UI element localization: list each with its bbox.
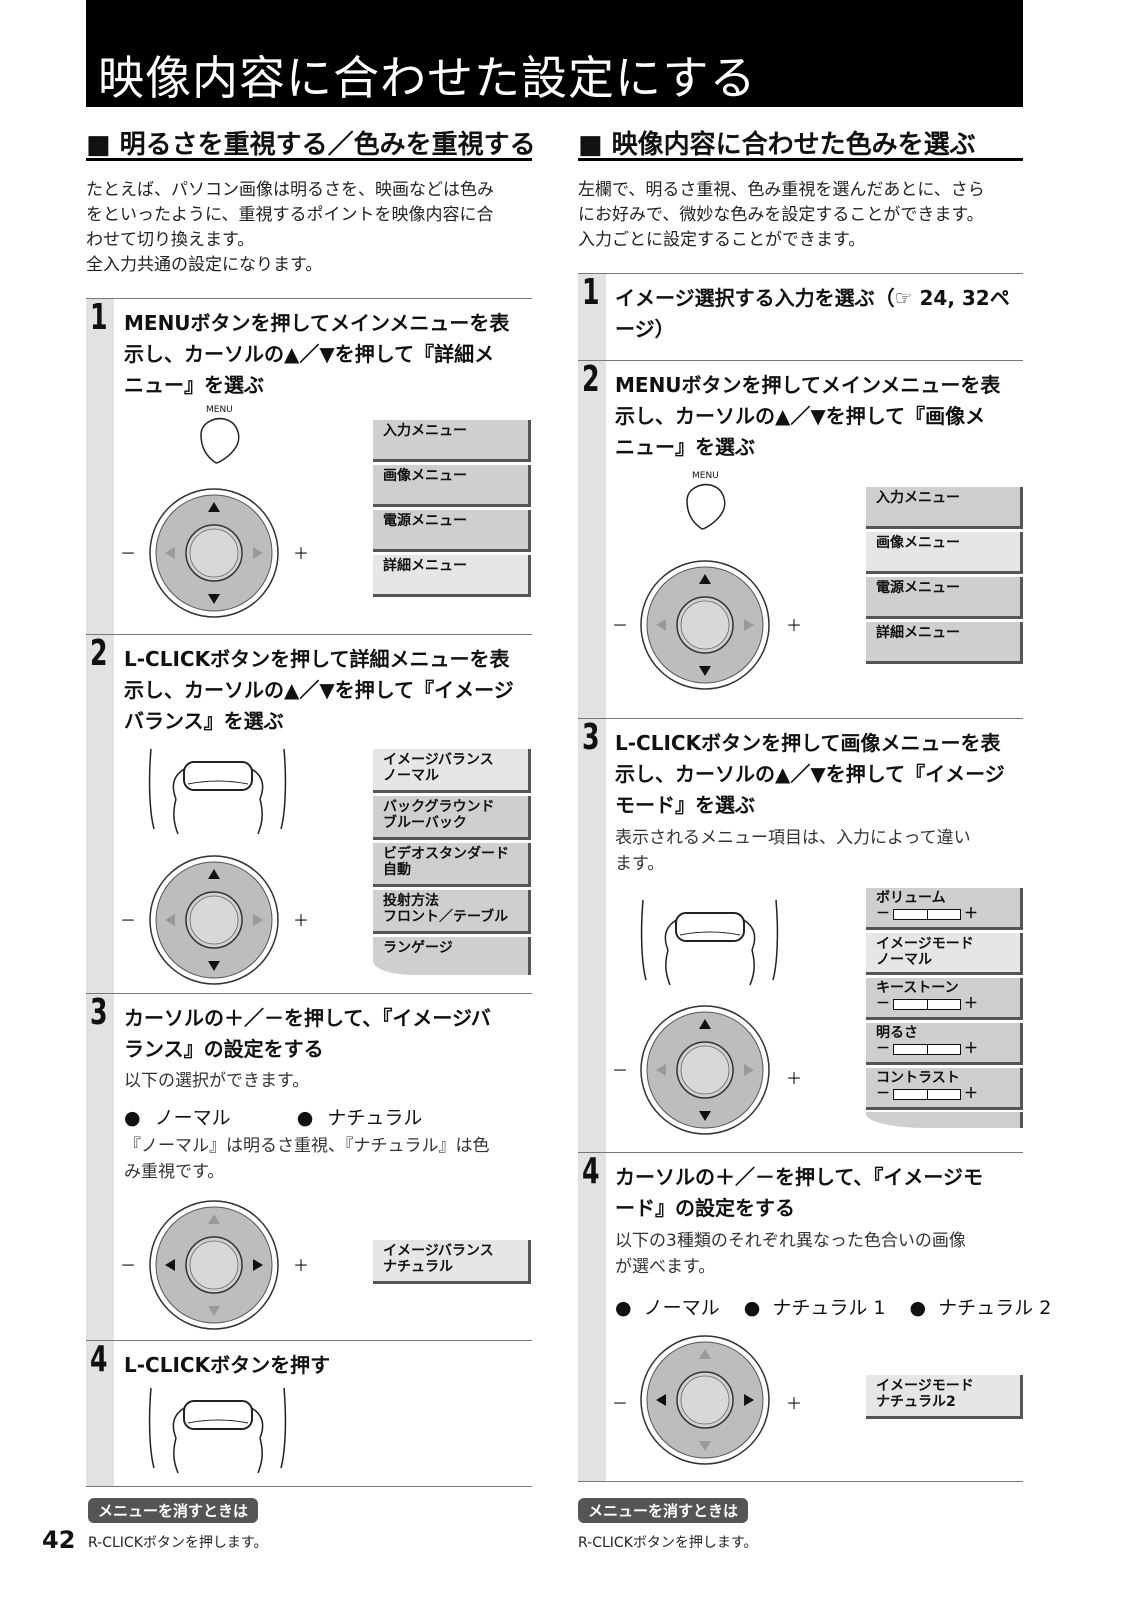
- menu-item: 詳細メニュー: [866, 622, 1023, 664]
- cursor-pad-icon[interactable]: [149, 488, 279, 618]
- step-number: 1: [90, 297, 108, 338]
- cursor-pad-icon[interactable]: [640, 1335, 770, 1465]
- cursor-pad-icon[interactable]: [640, 1005, 770, 1135]
- menu-item-selected: イメージモードナチュラル2: [866, 1375, 1023, 1419]
- right-section-heading: ■ 映像内容に合わせた色みを選ぶ: [578, 130, 976, 160]
- menu-item-selected: 詳細メニュー: [373, 555, 531, 597]
- menu-button-label: MENU: [692, 471, 719, 481]
- step-rule: [86, 993, 532, 994]
- step-rule: [578, 273, 1023, 274]
- menu-item-volume: ボリューム －＋: [866, 888, 1023, 930]
- right-intro: 左欄で、明るさ重視、色み重視を選んだあとに、さらにお好みで、微妙な色みを設定する…: [578, 180, 985, 250]
- l-click-button-icon[interactable]: [638, 895, 783, 990]
- minus-label: －: [612, 616, 629, 635]
- right-heading-rule: [578, 158, 1023, 161]
- left-step-band: [86, 298, 114, 1486]
- menu-item: 電源メニュー: [866, 577, 1023, 619]
- left-step4-text: L-CLICKボタンを押す: [124, 1353, 331, 1377]
- menu-item-selected: イメージバランスノーマル: [373, 749, 531, 793]
- tip-tag: メニューを消すときは: [88, 1498, 259, 1523]
- left-intro: たとえば、パソコン画像は明るさを、映画などは色みをといったように、重視するポイン…: [86, 180, 494, 275]
- cursor-pad-icon[interactable]: [149, 855, 279, 985]
- left-step3-note2: 『ノーマル』は明るさ重視、『ナチュラル』は色み重視です。: [124, 1136, 490, 1182]
- menu-item: 入力メニュー: [373, 420, 531, 462]
- minus-label: －: [612, 1394, 629, 1413]
- menu-item-contrast: コントラスト －＋: [866, 1068, 1023, 1110]
- step-rule: [578, 1481, 1023, 1482]
- menu-item: 投射方法フロント／テーブル: [373, 890, 531, 934]
- plus-label: ＋: [293, 911, 310, 930]
- right-step-band: [578, 273, 606, 1481]
- step-rule: [578, 1152, 1023, 1153]
- bullet-icon: ●: [909, 1297, 927, 1319]
- left-step1-text: MENUボタンを押してメインメニューを表示し、カーソルの▲／▼を押して『詳細メニ…: [124, 311, 510, 397]
- page-title: 映像内容に合わせた設定にする: [98, 51, 757, 105]
- menu-item-keystone: キーストーン －＋: [866, 978, 1023, 1020]
- plus-label: ＋: [786, 1394, 803, 1413]
- bullet-icon: ●: [124, 1107, 141, 1129]
- cursor-pad-icon[interactable]: [149, 1200, 279, 1330]
- right-step4-text: カーソルの＋／－を押して、『イメージモード』の設定をする: [615, 1165, 983, 1220]
- right-step4-note: 以下の3種類のそれぞれ異なった色合いの画像が選べます。: [615, 1231, 966, 1277]
- step-number: 2: [582, 359, 600, 400]
- step-number: 2: [90, 633, 108, 674]
- option-list: ● ノーマル ● ナチュラル 1 ● ナチュラル 2: [615, 1297, 1052, 1319]
- menu-button-label: MENU: [206, 405, 233, 415]
- page-banner: 映像内容に合わせた設定にする: [86, 0, 1023, 107]
- left-footnote: R-CLICKボタンを押します。: [88, 1535, 268, 1551]
- l-click-button-icon[interactable]: [146, 1383, 291, 1478]
- bullet-icon: ●: [296, 1107, 314, 1129]
- minus-label: －: [612, 1061, 629, 1080]
- step-rule: [86, 1340, 532, 1341]
- step-rule: [86, 298, 532, 299]
- menu-item: ビデオスタンダード自動: [373, 843, 531, 887]
- minus-label: －: [120, 1256, 137, 1275]
- right-step1-text: イメージ選択する入力を選ぶ（☞ 24, 32ページ）: [615, 286, 1010, 341]
- step-rule: [86, 634, 532, 635]
- step-number: 4: [90, 1339, 108, 1380]
- menu-button-icon[interactable]: [682, 481, 732, 533]
- step-rule: [578, 718, 1023, 719]
- step-number: 1: [582, 272, 600, 313]
- cursor-pad-icon[interactable]: [640, 560, 770, 690]
- plus-label: ＋: [293, 1256, 310, 1275]
- left-section-heading: ■ 明るさを重視する／色みを重視する: [86, 130, 536, 160]
- menu-item-selected: 画像メニュー: [866, 532, 1023, 574]
- right-footnote: R-CLICKボタンを押します。: [578, 1535, 758, 1551]
- step-number: 3: [582, 717, 600, 758]
- right-step2-text: MENUボタンを押してメインメニューを表示し、カーソルの▲／▼を押して『画像メニ…: [615, 373, 1001, 459]
- minus-label: －: [120, 911, 137, 930]
- menu-item-brightness: 明るさ －＋: [866, 1023, 1023, 1065]
- left-heading-rule: [86, 158, 532, 161]
- page-number: 42: [42, 1526, 76, 1554]
- step-number: 3: [90, 992, 108, 1033]
- plus-label: ＋: [786, 616, 803, 635]
- menu-item-selected: イメージバランスナチュラル: [373, 1240, 531, 1284]
- plus-label: ＋: [293, 544, 310, 563]
- right-step3-text: L-CLICKボタンを押して画像メニューを表示し、カーソルの▲／▼を押して『イメ…: [615, 731, 1005, 817]
- menu-tail: [866, 1112, 1023, 1128]
- option-list: ● ノーマル ● ナチュラル: [124, 1107, 423, 1129]
- menu-item: バックグラウンドブルーバック: [373, 796, 531, 840]
- bullet-icon: ●: [615, 1297, 632, 1319]
- tip-tag: メニューを消すときは: [578, 1498, 749, 1523]
- step-number: 4: [582, 1151, 600, 1192]
- left-step3-text: カーソルの＋／－を押して、『イメージバランス』の設定をする: [124, 1006, 491, 1061]
- menu-item: 画像メニュー: [373, 465, 531, 507]
- left-step3-note: 以下の選択ができます。: [124, 1071, 310, 1091]
- menu-button-icon[interactable]: [196, 415, 246, 467]
- right-step3-note: 表示されるメニュー項目は、入力によって違います。: [615, 828, 971, 874]
- bullet-icon: ●: [743, 1297, 761, 1319]
- l-click-button-icon[interactable]: [146, 744, 291, 839]
- menu-item-selected: イメージモードノーマル: [866, 933, 1023, 975]
- minus-label: －: [120, 544, 137, 563]
- plus-label: ＋: [786, 1069, 803, 1088]
- menu-item: ランゲージ: [373, 937, 531, 975]
- menu-item: 入力メニュー: [866, 487, 1023, 529]
- left-step2-text: L-CLICKボタンを押して詳細メニューを表示し、カーソルの▲／▼を押して『イメ…: [124, 647, 514, 733]
- step-rule: [578, 360, 1023, 361]
- menu-item: 電源メニュー: [373, 510, 531, 552]
- step-rule: [86, 1486, 532, 1487]
